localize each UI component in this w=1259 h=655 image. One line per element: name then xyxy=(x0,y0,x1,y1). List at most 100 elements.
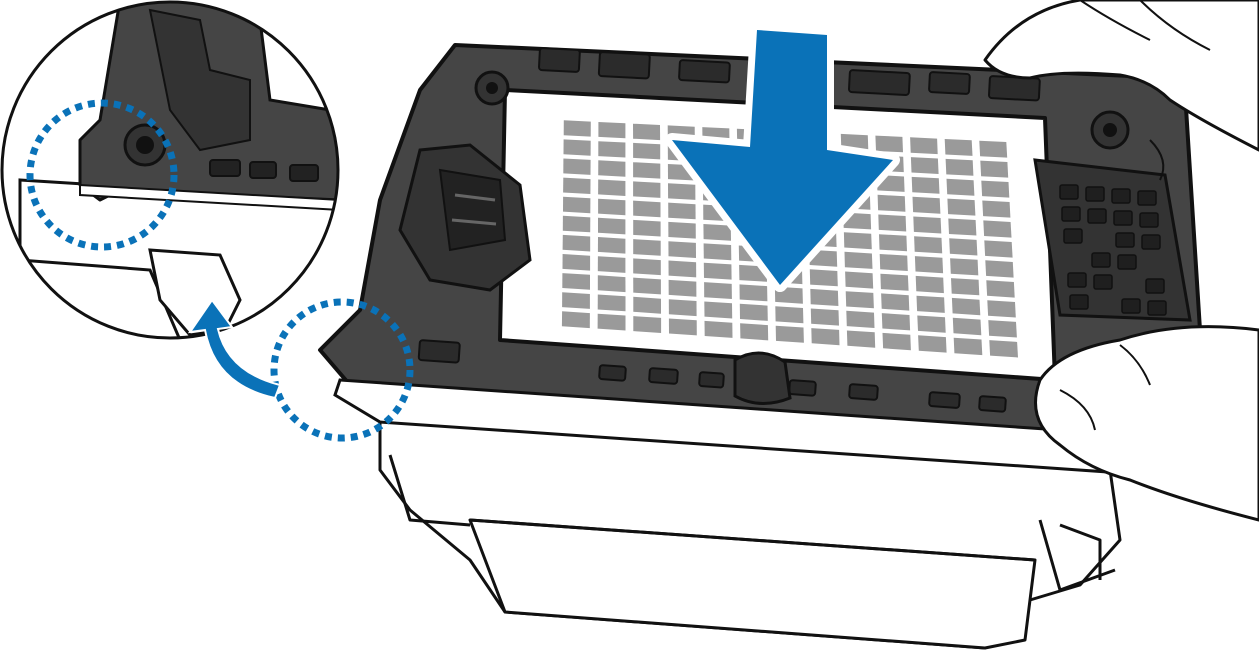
pad-cell xyxy=(811,328,840,346)
pad-cell xyxy=(984,240,1013,258)
pad-cell xyxy=(877,194,906,212)
pad-cell xyxy=(775,325,804,343)
pad-cell xyxy=(740,323,769,341)
right-panel xyxy=(1033,158,1192,322)
connector-pad xyxy=(1145,278,1165,294)
pad-cell xyxy=(950,258,979,276)
connector-pad xyxy=(1115,232,1135,248)
connector-pad xyxy=(1117,254,1137,270)
pad-cell xyxy=(843,232,872,250)
pad-cell xyxy=(633,239,661,256)
connector-pad xyxy=(1113,210,1133,226)
pad-cell xyxy=(668,260,697,278)
corner-focus-dots xyxy=(270,298,414,442)
connector-pad xyxy=(1067,272,1087,288)
pad-cell xyxy=(945,158,974,176)
pad-cell xyxy=(739,284,768,302)
pad-cell xyxy=(598,160,626,177)
pad-cell xyxy=(953,337,983,356)
hand-icon xyxy=(983,0,1259,522)
pad-cell xyxy=(775,306,804,324)
connector-pad xyxy=(1091,252,1111,268)
pad-cell xyxy=(633,142,661,160)
pad-cell xyxy=(916,295,945,313)
pad-cell xyxy=(880,273,909,291)
pad-cell xyxy=(982,200,1011,218)
connector-pad xyxy=(1069,294,1089,310)
pad-cell xyxy=(563,158,591,175)
pad-cell xyxy=(911,176,940,194)
pad-cell xyxy=(944,139,973,156)
pad-cell xyxy=(739,303,768,321)
pad-cell xyxy=(914,256,944,274)
pad-cell xyxy=(881,293,910,311)
pad-cell xyxy=(633,296,661,314)
pad-cell xyxy=(562,234,591,252)
pad-cell xyxy=(879,254,908,271)
pad-cell xyxy=(633,219,661,237)
pad-cell xyxy=(598,198,626,216)
pad-cell xyxy=(561,311,590,329)
connector-pad xyxy=(1111,188,1131,204)
pad-cell xyxy=(946,178,975,196)
pad-cell xyxy=(703,243,732,261)
pad-cell xyxy=(563,177,591,194)
pad-cell xyxy=(983,220,1012,238)
pad-cell xyxy=(910,137,938,155)
connector-pad xyxy=(1063,228,1083,244)
pad-cell xyxy=(846,330,876,348)
pad-cell xyxy=(810,308,839,326)
pad-cell xyxy=(562,254,591,271)
pad-cell xyxy=(980,160,1009,178)
pad-cell xyxy=(881,313,911,331)
pad-cell xyxy=(597,313,626,331)
pad-cell xyxy=(668,202,696,220)
callout-focus-dots xyxy=(26,99,178,251)
pad-cell xyxy=(947,198,976,216)
pad-cell xyxy=(845,271,874,289)
pad-cell xyxy=(563,139,591,156)
pad-cell xyxy=(633,316,662,333)
pad-cell xyxy=(597,237,626,254)
pad-cell xyxy=(987,300,1016,318)
pad-cell xyxy=(563,196,591,214)
pad-cell xyxy=(668,279,697,297)
connector-pad xyxy=(1147,300,1167,316)
connector-pad xyxy=(1059,184,1079,200)
pad-cell xyxy=(703,224,731,241)
pad-cell xyxy=(668,299,697,317)
pad-cell xyxy=(668,318,697,336)
pad-cell xyxy=(668,221,696,239)
pad-cell xyxy=(809,269,838,287)
pad-cell xyxy=(985,260,1014,278)
pad-cell xyxy=(878,214,907,232)
pad-cell xyxy=(598,141,626,158)
module-body xyxy=(378,418,1122,650)
pad-cell xyxy=(879,234,907,252)
pad-cell xyxy=(913,216,942,234)
pad-cell xyxy=(704,320,733,338)
pad-cell xyxy=(915,275,944,294)
pad-cell xyxy=(914,236,943,254)
pad-cell xyxy=(668,241,696,258)
pad-cell xyxy=(951,297,981,316)
pad-cell xyxy=(633,200,661,218)
pad-cell xyxy=(910,157,939,174)
pad-cell xyxy=(948,218,977,236)
pad-cell xyxy=(988,320,1017,338)
pad-cell xyxy=(846,310,875,328)
pad-cell xyxy=(633,162,661,179)
pad-cell xyxy=(979,140,1008,158)
connector-pad xyxy=(1087,208,1107,224)
pad-cell xyxy=(704,282,732,299)
pad-cell xyxy=(703,262,732,280)
pad-cell xyxy=(598,122,626,139)
pad-cell xyxy=(633,277,661,295)
pad-cell xyxy=(598,217,626,235)
curved-arrow-icon xyxy=(187,298,282,400)
magnifier-callout xyxy=(0,0,340,340)
pad-cell xyxy=(912,196,941,214)
pad-cell xyxy=(562,215,591,233)
